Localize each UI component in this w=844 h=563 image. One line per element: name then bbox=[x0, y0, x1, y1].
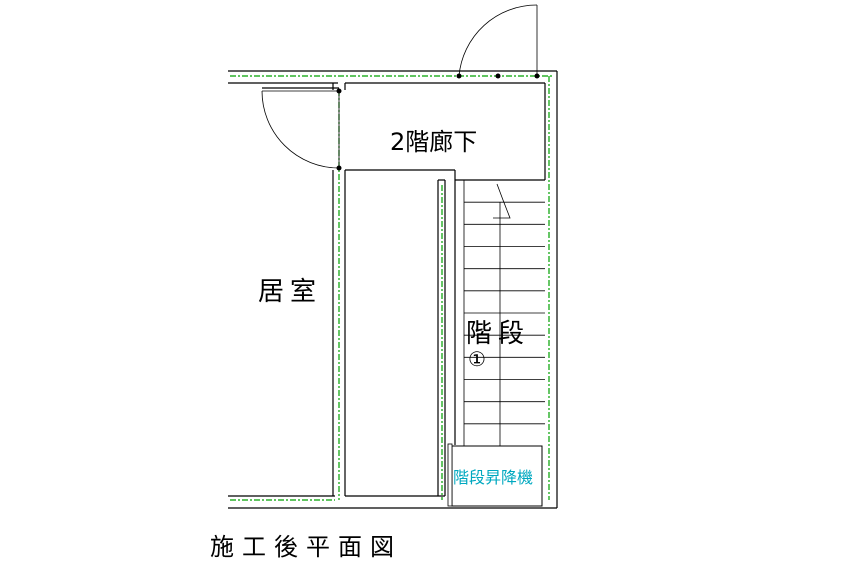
hallway-label: 2階廊下 bbox=[390, 128, 477, 156]
living-room-label: 居室 bbox=[258, 277, 322, 307]
stair-direction-arrow bbox=[493, 183, 511, 219]
top-door bbox=[458, 4, 538, 77]
stair-side-wall bbox=[437, 179, 545, 496]
living-room-door bbox=[261, 87, 340, 169]
stairs-number: ① bbox=[468, 347, 486, 371]
bracket-dots bbox=[336, 73, 540, 171]
partition-wall bbox=[332, 83, 456, 496]
stair-lift bbox=[447, 443, 543, 507]
outer-walls bbox=[228, 70, 558, 509]
stair-treads bbox=[463, 180, 545, 446]
stair-lift-label: 階段昇降機 bbox=[453, 468, 533, 487]
stairs-label: 階段 bbox=[466, 319, 530, 349]
plan-caption: 施工後平面図 bbox=[210, 533, 402, 561]
